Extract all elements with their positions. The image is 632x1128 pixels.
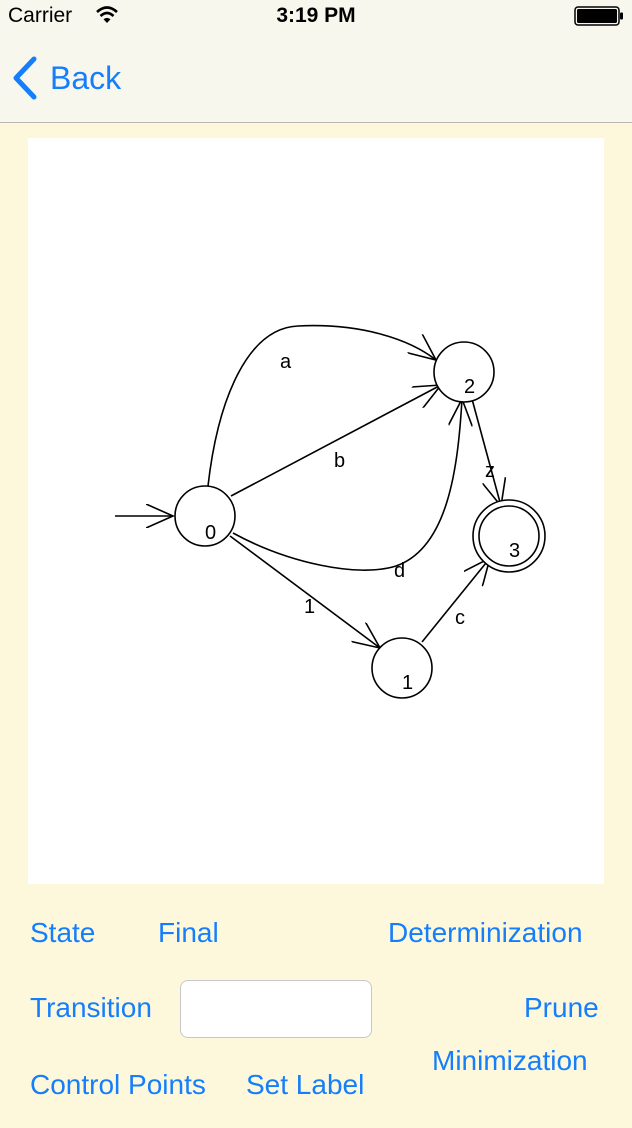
state-node[interactable]: 1	[371, 637, 433, 699]
transition-edge[interactable]	[229, 535, 380, 648]
transition-edge[interactable]	[207, 324, 436, 487]
state-label: 1	[402, 672, 413, 694]
transition-label: z	[485, 460, 495, 482]
automaton-canvas[interactable]: a b d 1 z c 0 1 2 3	[28, 138, 604, 884]
transition-edge[interactable]	[471, 398, 501, 506]
prune-button[interactable]: Prune	[524, 990, 599, 1026]
transition-edge[interactable]	[421, 558, 490, 643]
transition-label: 1	[304, 596, 315, 618]
carrier-label: Carrier	[8, 4, 73, 27]
automaton-diagram: a b d 1 z c 0 1 2 3	[115, 324, 546, 699]
transition-edge[interactable]	[230, 385, 441, 497]
back-label: Back	[50, 59, 122, 96]
state-node[interactable]: 0	[174, 485, 236, 547]
transition-edge[interactable]	[232, 399, 462, 571]
control-points-button[interactable]: Control Points	[30, 1067, 206, 1103]
transition-label: b	[334, 450, 345, 472]
status-time: 3:19 PM	[276, 4, 356, 27]
navigation-bar: Back	[0, 40, 632, 123]
state-label: 0	[205, 522, 216, 544]
final-state-node[interactable]: 3	[472, 499, 546, 573]
state-label: 2	[464, 376, 475, 398]
battery-icon	[574, 6, 624, 31]
state-label: 3	[509, 540, 520, 562]
determinization-button[interactable]: Determinization	[388, 915, 583, 951]
label-input[interactable]	[180, 980, 372, 1038]
status-bar: Carrier 3:19 PM	[0, 0, 632, 40]
transition-label: d	[394, 560, 405, 582]
transition-label: c	[455, 607, 465, 629]
set-label-button[interactable]: Set Label	[246, 1067, 364, 1103]
wifi-icon	[95, 5, 119, 30]
minimization-button[interactable]: Minimization	[432, 1043, 588, 1079]
transition-button[interactable]: Transition	[30, 990, 152, 1026]
transition-label: a	[280, 351, 292, 373]
state-node[interactable]: 2	[433, 341, 495, 403]
state-button[interactable]: State	[30, 915, 95, 951]
final-button[interactable]: Final	[158, 915, 219, 951]
chevron-left-icon	[10, 56, 40, 100]
back-button[interactable]: Back	[10, 56, 121, 100]
